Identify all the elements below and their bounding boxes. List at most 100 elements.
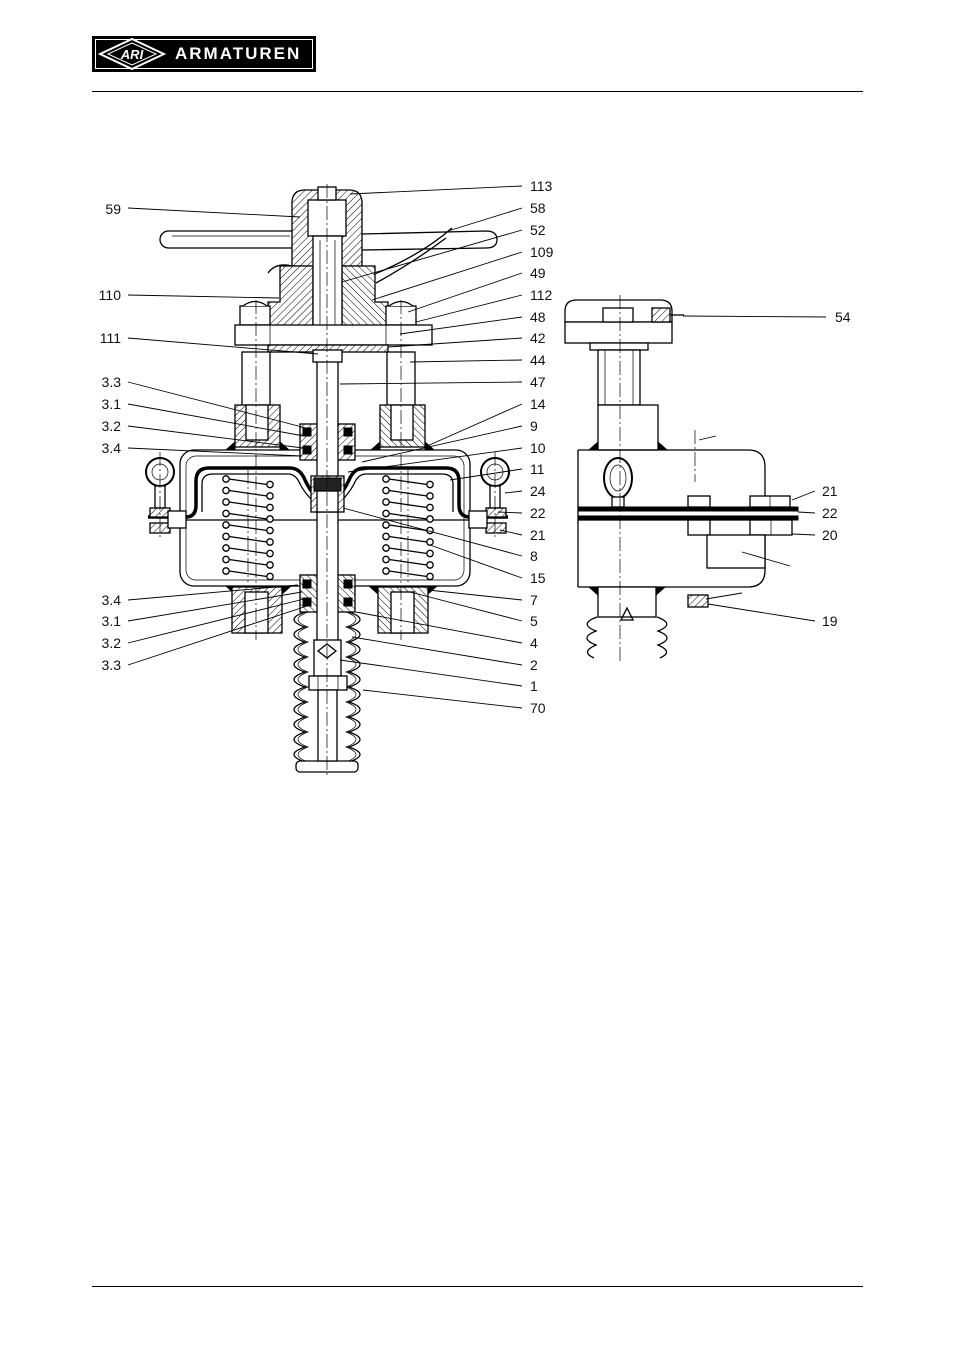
spring-coil-section [223, 568, 229, 574]
part-label: 54 [835, 309, 851, 325]
part-label: 112 [530, 287, 553, 303]
side-plate-lip [590, 343, 648, 350]
leader-line-14 [425, 404, 522, 447]
weld-mark [589, 442, 598, 450]
side-upper-boss [598, 405, 658, 450]
part-label: 113 [530, 178, 553, 194]
part-label: 49 [530, 265, 546, 281]
part-label: 20 [822, 527, 838, 543]
part-label: 3.3 [102, 657, 122, 673]
flange-right [469, 511, 487, 528]
side-eyebolt-ring-inner [610, 465, 626, 491]
spring-coil-section [267, 527, 273, 533]
part-label: 52 [530, 222, 546, 238]
guide-seal [303, 446, 311, 454]
side-eyebolt-shank [612, 497, 624, 507]
weld-mark [656, 587, 665, 595]
side-bracket-box [707, 535, 765, 568]
side-view [565, 295, 798, 662]
upper-boss-left-bore [246, 405, 268, 440]
bellows-left-outline [294, 612, 305, 762]
leader-line-side-20 [792, 534, 815, 535]
side-flange-nut [688, 496, 710, 507]
part-label: 15 [530, 570, 546, 586]
leader-line-110 [128, 295, 279, 298]
spring-coil-section [427, 504, 433, 510]
spring-coil-section [223, 499, 229, 505]
spring-coil-section [267, 481, 273, 487]
guide-seal [344, 598, 352, 606]
part-label: 22 [530, 505, 546, 521]
spring-coil-section [427, 550, 433, 556]
side-bellows-right [657, 617, 667, 658]
part-label: 110 [99, 287, 122, 303]
spring-coil-section [427, 516, 433, 522]
main-view-left-labels: 59 110 111 3.3 3.1 3.2 3.4 3.4 3.1 3.2 3… [99, 201, 122, 673]
guide-seal [303, 580, 311, 588]
spring-coil-section [223, 510, 229, 516]
side-housing-upper [578, 450, 765, 507]
leader-line-49 [408, 273, 522, 312]
weld-mark [589, 587, 598, 595]
spring-coil-section [383, 545, 389, 551]
upper-boss-right-bore [391, 405, 413, 440]
part-label: 59 [105, 201, 121, 217]
spring-coil-section [383, 568, 389, 574]
part-label: 3.4 [102, 440, 122, 456]
spring-coil-section [267, 562, 273, 568]
part-label: 5 [530, 613, 538, 629]
side-top-plate [565, 322, 672, 343]
leader-line-side-22 [798, 512, 815, 513]
spring-coil-section [427, 539, 433, 545]
part-label: 21 [530, 527, 546, 543]
leader-line-112 [416, 295, 522, 322]
side-mark-line [699, 436, 716, 440]
guide-seal [344, 446, 352, 454]
part-label: 7 [530, 592, 538, 608]
part-label: 3.2 [102, 635, 122, 651]
weld-mark [658, 442, 667, 450]
side-column [598, 350, 640, 405]
main-section-view [146, 184, 509, 776]
part-label: 8 [530, 548, 538, 564]
spring-coil-section [383, 487, 389, 493]
leader-line-24 [505, 491, 522, 493]
leader-line-side-19 [708, 604, 815, 621]
spindle-sleeve [313, 236, 342, 332]
side-view-labels: 54 21 22 20 19 [822, 309, 851, 629]
part-label: 2 [530, 657, 538, 673]
spring-coil-section [383, 510, 389, 516]
leader-line-44 [410, 360, 522, 362]
hub-nut [314, 478, 341, 491]
spring-coil-section [223, 476, 229, 482]
leader-line-54 [683, 316, 826, 317]
side-flange-nut [688, 520, 710, 535]
part-label: 3.1 [102, 613, 122, 629]
spring-coil-section [267, 504, 273, 510]
spring-coil-section [383, 533, 389, 539]
lock-nut [309, 676, 347, 690]
spring-coil-section [223, 556, 229, 562]
part-label: 19 [822, 613, 838, 629]
spring-coil-section [223, 545, 229, 551]
weld-mark [282, 586, 291, 594]
part-label: 22 [822, 505, 838, 521]
side-bellows-left [587, 617, 597, 658]
leader-line-58 [448, 208, 522, 231]
bellows-right-outline [349, 612, 360, 762]
side-set-screw [652, 308, 670, 322]
yoke-collar-left [268, 266, 313, 332]
part-label: 44 [530, 352, 546, 368]
spring-coil-section [383, 556, 389, 562]
flange-left [168, 511, 186, 528]
part-label: 1 [530, 678, 538, 694]
part-label: 70 [530, 700, 546, 716]
spring-coil-section [267, 550, 273, 556]
leader-line-7 [428, 590, 522, 600]
bolt-head-left [243, 302, 267, 307]
guide-seal [303, 598, 311, 606]
part-label: 4 [530, 635, 538, 651]
part-label: 21 [822, 483, 838, 499]
lower-boss-right-bore [391, 592, 414, 633]
